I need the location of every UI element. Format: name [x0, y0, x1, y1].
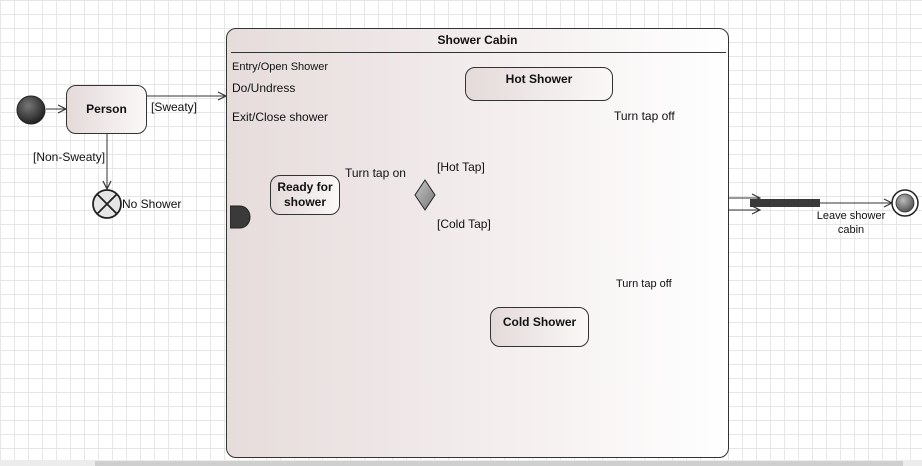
final-node-icon[interactable]: [890, 188, 920, 218]
state-cold-shower[interactable]: Cold Shower: [490, 307, 589, 347]
horizontal-scrollbar-thumb[interactable]: [95, 461, 903, 466]
composite-title: Shower Cabin: [437, 33, 518, 47]
label-turn-tap-off-cold: Turn tap off: [616, 278, 672, 290]
label-turn-tap-on: Turn tap on: [345, 166, 406, 180]
composite-do: Do/Undress: [232, 81, 296, 95]
terminate-node-icon[interactable]: [91, 188, 123, 220]
join-bar-icon[interactable]: [750, 199, 820, 207]
label-leave-line1: Leave shower: [816, 210, 886, 222]
composite-exit: Exit/Close shower: [232, 110, 329, 124]
state-hot-label: Hot Shower: [505, 72, 573, 86]
decision-diamond-icon[interactable]: [413, 179, 437, 211]
state-hot-shower[interactable]: Hot Shower: [465, 67, 613, 101]
label-no-shower: No Shower: [122, 197, 182, 211]
state-person[interactable]: Person: [66, 85, 147, 134]
label-hot-tap: [Hot Tap]: [437, 160, 485, 174]
label-turn-tap-off-hot: Turn tap off: [614, 109, 675, 123]
state-ready-label: Ready for shower: [277, 180, 333, 209]
label-sweaty: [Sweaty]: [151, 100, 198, 114]
label-leave-line2: cabin: [837, 224, 865, 236]
state-ready-for-shower[interactable]: Ready for shower: [270, 175, 340, 215]
composite-separator: [231, 52, 726, 53]
label-leave-shower-cabin: Leave shower cabin: [806, 209, 896, 237]
label-non-sweaty: [Non-Sweaty]: [33, 150, 106, 164]
entry-point-icon[interactable]: [230, 205, 252, 229]
state-person-label: Person: [86, 102, 127, 116]
composite-shower-cabin[interactable]: Shower Cabin Entry/Open Shower Do/Undres…: [226, 28, 729, 458]
initial-node-icon[interactable]: [15, 94, 47, 126]
label-cold-tap: [Cold Tap]: [437, 217, 491, 231]
state-cold-label: Cold Shower: [502, 315, 577, 329]
composite-entry: Entry/Open Shower: [232, 61, 328, 73]
